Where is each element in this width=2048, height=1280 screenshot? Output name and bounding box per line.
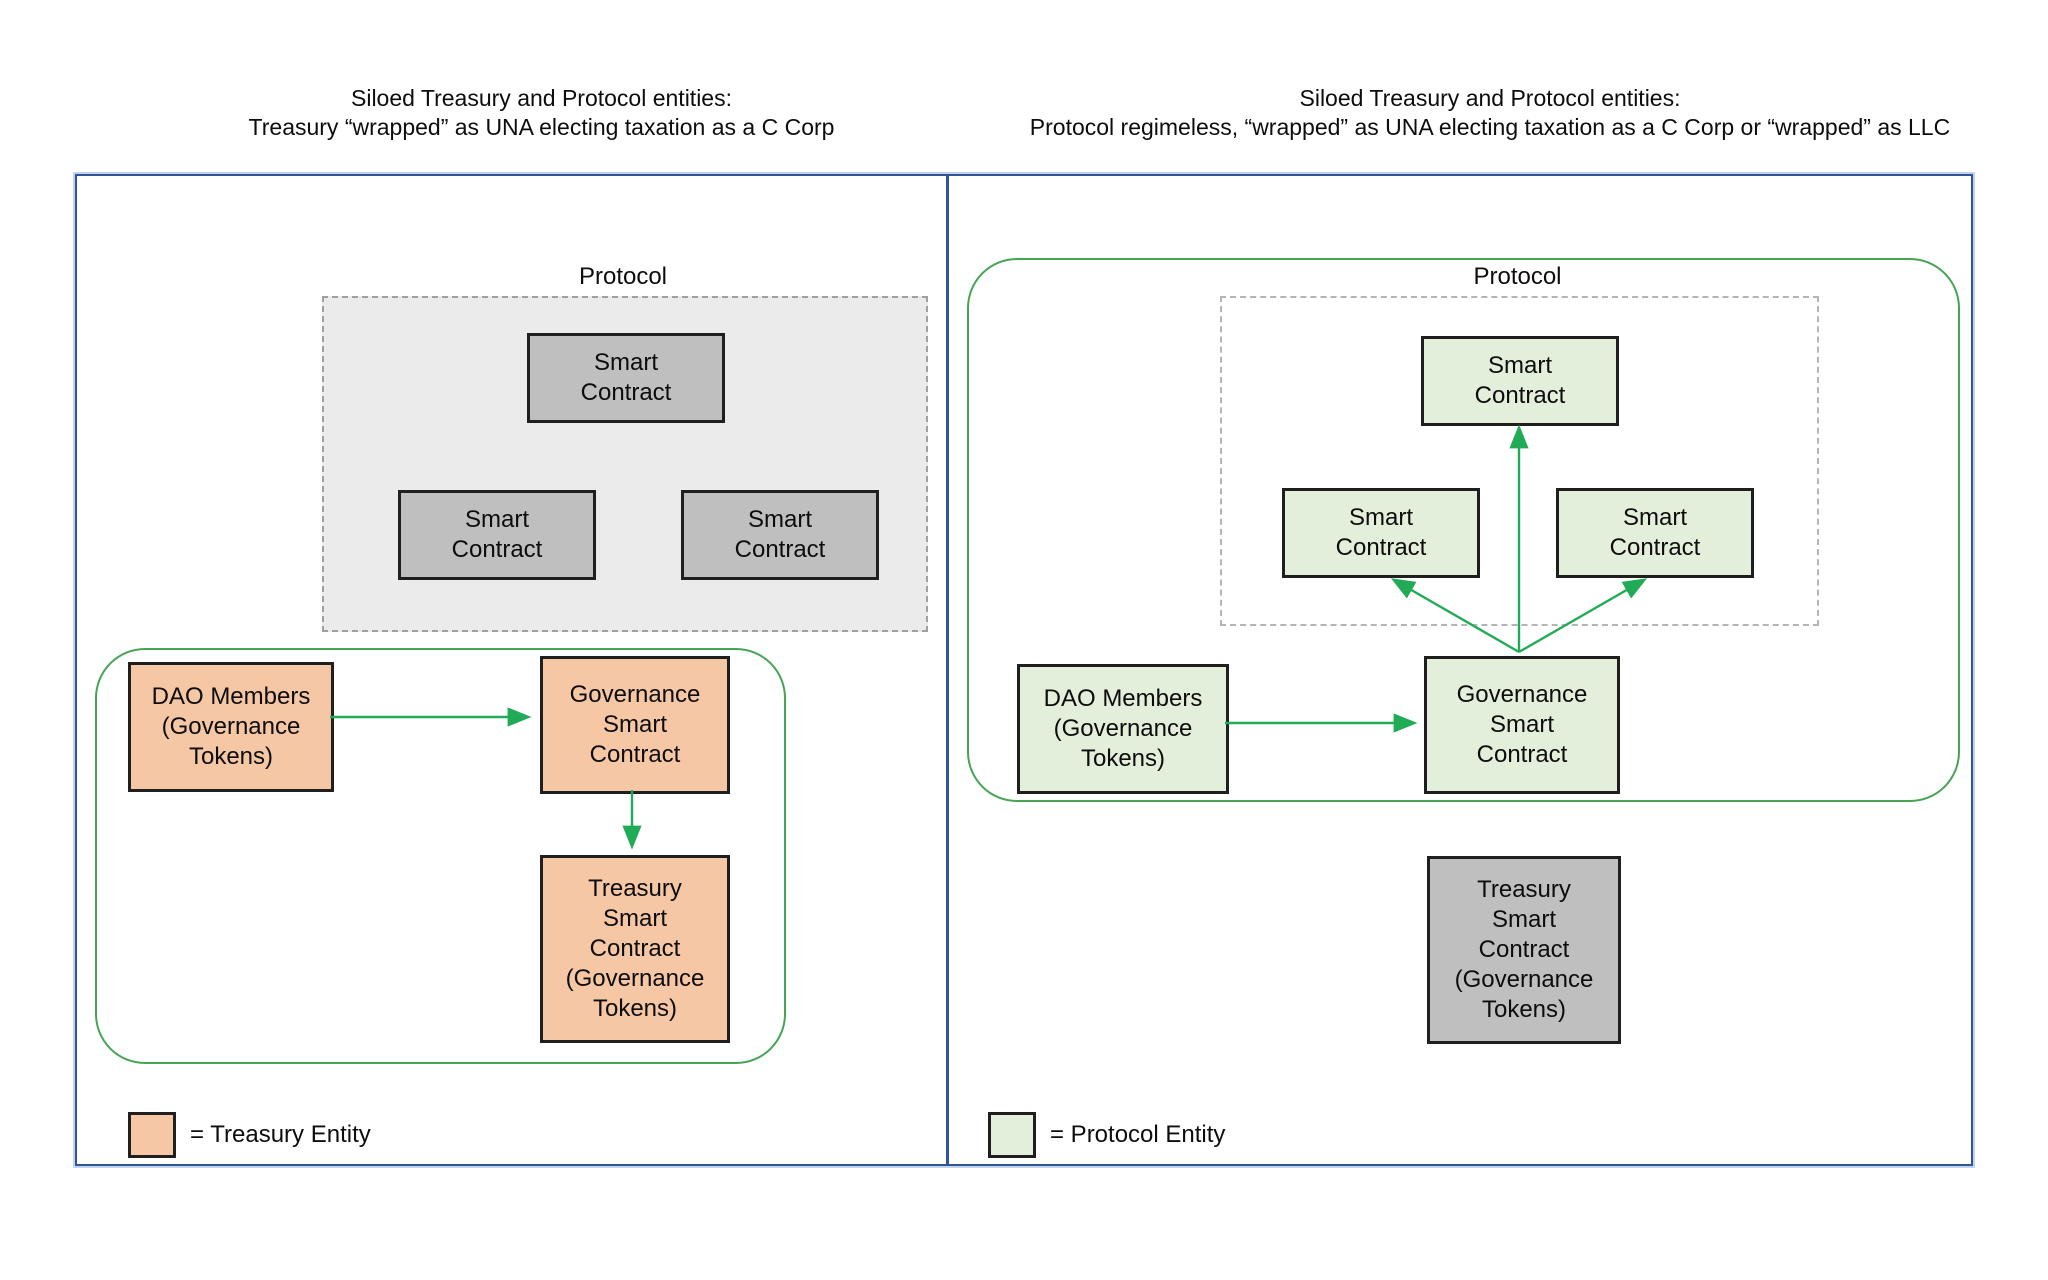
left-title-line2: Treasury “wrapped” as UNA electing taxat…: [248, 114, 835, 140]
left-treasury-entity-container: [95, 648, 786, 1064]
left-panel-title: Siloed Treasury and Protocol entities: T…: [105, 84, 978, 142]
left-governance-smart-contract-box: Governance Smart Contract: [540, 656, 730, 794]
left-dao-members-box: DAO Members (Governance Tokens): [128, 662, 334, 792]
right-panel-title: Siloed Treasury and Protocol entities: P…: [990, 84, 1990, 142]
right-smart-contract-left: Smart Contract: [1282, 488, 1480, 578]
left-title-line1: Siloed Treasury and Protocol entities:: [351, 85, 732, 111]
right-title-line1: Siloed Treasury and Protocol entities:: [1299, 85, 1681, 111]
right-smart-contract-top: Smart Contract: [1421, 336, 1619, 426]
right-treasury-smart-contract-box: Treasury Smart Contract (Governance Toke…: [1427, 856, 1621, 1044]
left-protocol-label: Protocol: [578, 263, 668, 290]
left-treasury-smart-contract-box: Treasury Smart Contract (Governance Toke…: [540, 855, 730, 1043]
right-title-line2: Protocol regimeless, “wrapped” as UNA el…: [1029, 114, 1951, 140]
outer-frame: [75, 174, 1973, 1166]
treasury-entity-swatch-icon: [128, 1112, 176, 1158]
left-smart-contract-left: Smart Contract: [398, 490, 596, 580]
left-smart-contract-top: Smart Contract: [527, 333, 725, 423]
right-dao-members-box: DAO Members (Governance Tokens): [1017, 664, 1229, 794]
left-legend: = Treasury Entity: [128, 1112, 371, 1158]
left-smart-contract-right: Smart Contract: [681, 490, 879, 580]
right-legend: = Protocol Entity: [988, 1112, 1225, 1158]
left-legend-label: = Treasury Entity: [190, 1121, 371, 1148]
right-legend-label: = Protocol Entity: [1050, 1121, 1226, 1148]
right-protocol-label: Protocol: [1473, 263, 1562, 290]
panel-divider: [946, 174, 949, 1166]
protocol-entity-swatch-icon: [988, 1112, 1036, 1158]
right-smart-contract-right: Smart Contract: [1556, 488, 1754, 578]
right-governance-smart-contract-box: Governance Smart Contract: [1424, 656, 1620, 794]
right-protocol-entity-container: [967, 258, 1960, 802]
